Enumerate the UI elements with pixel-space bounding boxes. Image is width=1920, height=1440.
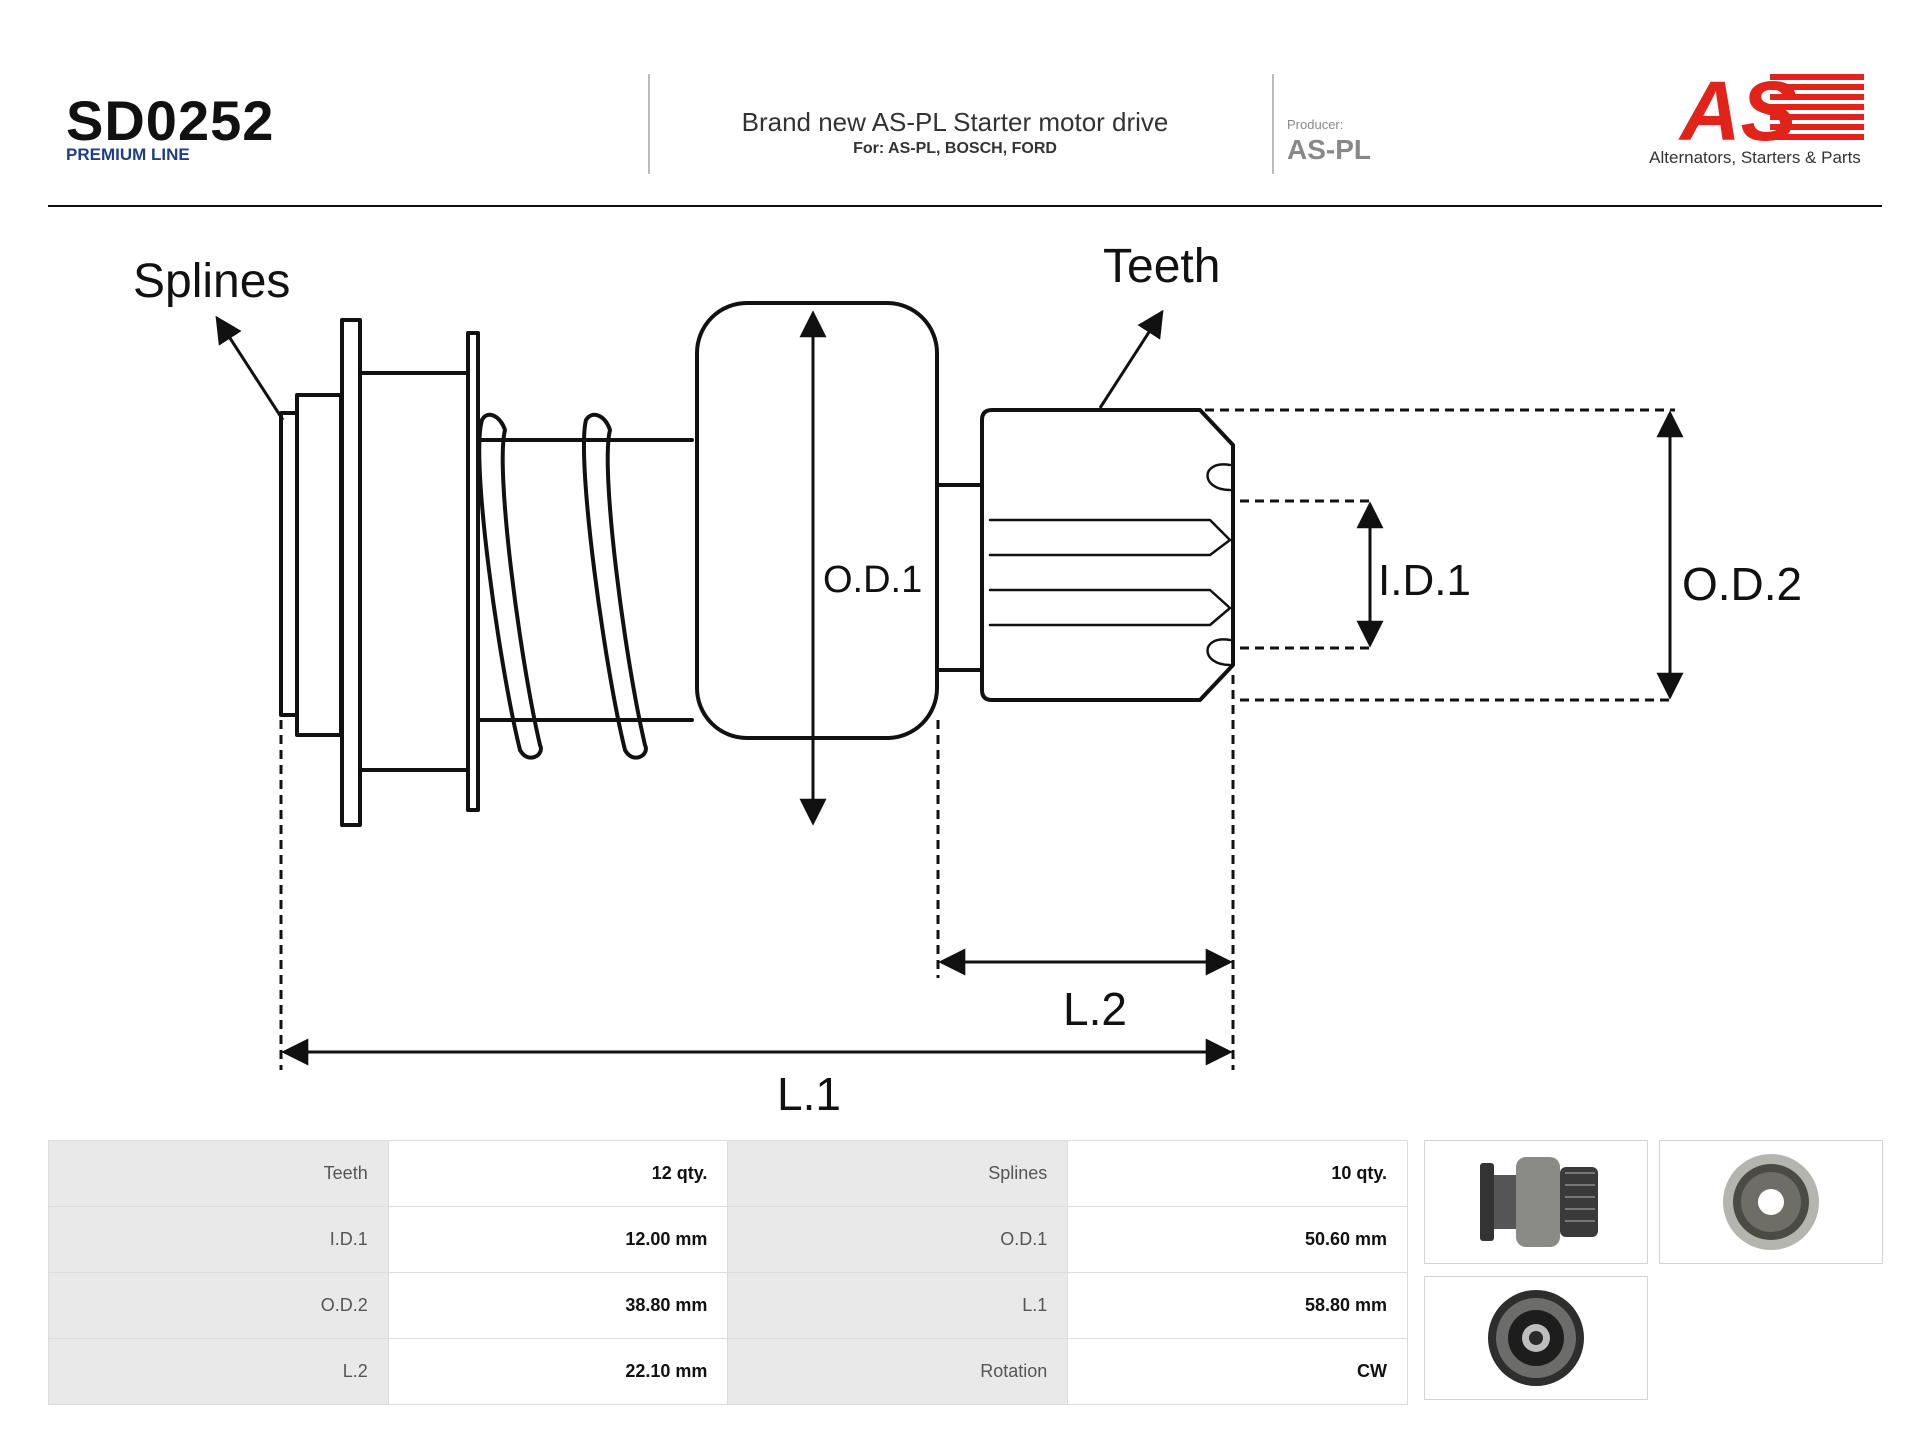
brand-logo: AS	[1678, 70, 1864, 158]
flange-right	[466, 331, 480, 812]
table-row: L.2 22.10 mm Rotation CW	[48, 1338, 1408, 1405]
product-photo-back[interactable]	[1424, 1276, 1648, 1400]
shaft	[935, 483, 984, 672]
spec-value: 38.80 mm	[387, 1272, 729, 1339]
spec-table: Teeth 12 qty. Splines 10 qty. I.D.1 12.0…	[48, 1140, 1408, 1405]
clutch-housing	[695, 301, 939, 740]
id1-label: I.D.1	[1378, 556, 1471, 605]
spec-label: I.D.1	[48, 1206, 389, 1273]
l1-label: L.1	[777, 1068, 841, 1120]
producer-value: AS-PL	[1287, 134, 1371, 165]
splines-label: Splines	[133, 255, 290, 308]
product-title: Brand new AS-PL Starter motor drive	[741, 107, 1169, 137]
teeth-label: Teeth	[1103, 240, 1220, 293]
table-row: I.D.1 12.00 mm O.D.1 50.60 mm	[48, 1206, 1408, 1273]
hub-body	[358, 371, 470, 772]
header-rule	[48, 205, 1882, 207]
spec-label: Splines	[727, 1140, 1069, 1207]
table-row: O.D.2 38.80 mm L.1 58.80 mm	[48, 1272, 1408, 1339]
od2-label: O.D.2	[1682, 558, 1802, 610]
spring-coil	[477, 412, 543, 760]
od1-label: O.D.1	[823, 559, 922, 601]
pinion-tooth	[988, 588, 1232, 627]
spline-ring	[279, 411, 299, 717]
part-number: SD0252	[66, 89, 275, 152]
producer-label: Producer:	[1287, 117, 1344, 132]
pinion-gear	[980, 408, 1235, 702]
splines-pointer-arrow	[215, 315, 285, 421]
drive-back-icon	[1488, 1290, 1584, 1386]
spec-value: 58.80 mm	[1067, 1272, 1408, 1339]
header-divider	[1272, 74, 1274, 174]
spec-label: Rotation	[727, 1338, 1069, 1405]
pinion-tooth	[1206, 463, 1232, 492]
compatibility-text: For: AS-PL, BOSCH, FORD	[853, 140, 1057, 157]
spec-label: O.D.2	[48, 1272, 389, 1339]
collar	[295, 393, 343, 737]
technical-drawing: Splines Teeth O.D.1 I.D.1 O.D.2 L.2 L.1	[133, 240, 1802, 1120]
product-line: PREMIUM LINE	[66, 145, 190, 164]
spec-value: CW	[1067, 1338, 1408, 1405]
product-photo-side[interactable]	[1424, 1140, 1648, 1264]
spec-value: 50.60 mm	[1067, 1206, 1408, 1273]
product-photo-front[interactable]	[1659, 1140, 1883, 1264]
spec-label: L.1	[727, 1272, 1069, 1339]
flange-left	[340, 318, 362, 827]
spec-label: L.2	[48, 1338, 389, 1405]
l2-label: L.2	[1063, 983, 1127, 1035]
logo-stripes-icon	[1770, 74, 1864, 140]
starter-drive-side-icon	[1480, 1157, 1598, 1247]
teeth-pointer-arrow	[1098, 309, 1164, 409]
spec-value: 12 qty.	[387, 1140, 729, 1207]
spec-value: 10 qty.	[1067, 1140, 1408, 1207]
logo-text: AS	[1678, 70, 1797, 158]
pinion-front-icon	[1723, 1154, 1819, 1250]
pinion-tooth	[1206, 638, 1232, 667]
spring-coil	[581, 412, 648, 760]
spec-label: Teeth	[48, 1140, 389, 1207]
header: SD0252 PREMIUM LINE Brand new AS-PL Star…	[0, 0, 1920, 210]
table-row: Teeth 12 qty. Splines 10 qty.	[48, 1140, 1408, 1207]
pinion-tooth	[988, 518, 1232, 557]
spec-label: O.D.1	[727, 1206, 1069, 1273]
spec-value: 22.10 mm	[387, 1338, 729, 1405]
logo-tagline: Alternators, Starters & Parts	[1649, 148, 1861, 167]
spec-value: 12.00 mm	[387, 1206, 729, 1273]
header-divider	[648, 74, 650, 174]
